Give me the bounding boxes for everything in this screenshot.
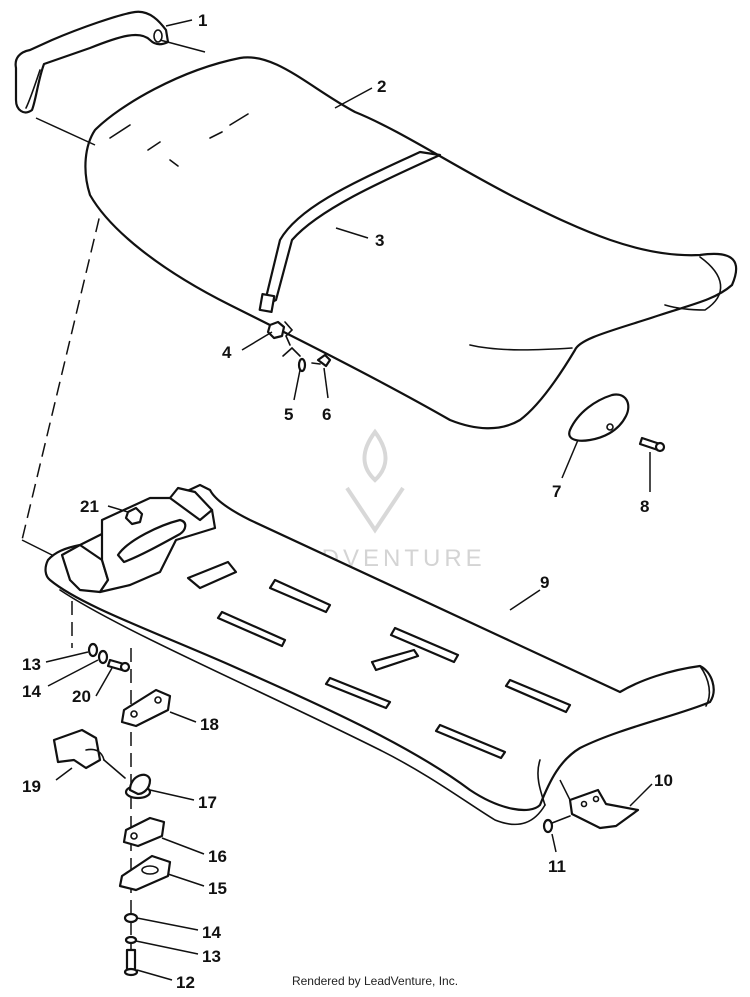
callout-4: 4 [222,343,232,362]
base-slot [504,678,572,714]
part-15-lower-plate [118,854,172,892]
callout-2: 2 [377,77,386,96]
callout-14-upper: 14 [22,682,41,701]
callout-20: 20 [72,687,91,706]
part-1-handle [14,10,170,114]
part-18-hinge-plate [120,688,172,728]
part-9-seat-base [44,483,715,826]
part-12-bolt [123,948,139,977]
leader-lines [35,19,653,981]
callout-3: 3 [375,231,384,250]
part-14-washer-upper [97,649,109,665]
part-16-plate [122,816,166,848]
part-14-washer-lower [123,912,139,924]
callout-15: 15 [208,879,227,898]
part-20-bolt [106,658,131,673]
callout-5: 5 [284,405,293,424]
part-21-nut [124,506,144,526]
callout-10: 10 [654,771,673,790]
callout-18: 18 [200,715,219,734]
part-7-bumper [568,393,630,442]
base-slot [324,676,392,710]
base-slot [434,723,507,760]
callout-17: 17 [198,793,217,812]
base-slot [389,626,460,664]
base-slot [186,560,238,590]
part-13-lockwasher-upper [87,642,99,658]
part-5-washer [282,346,307,373]
base-slot [216,610,287,648]
part-2-seat [84,56,738,430]
part-17-pivot [124,773,152,800]
callout-1: 1 [198,11,207,30]
base-slot [268,578,332,614]
alignment-dashed-line [21,197,105,541]
callout-13-upper: 13 [22,655,41,674]
part-19-clip [52,728,126,779]
callout-11: 11 [548,857,566,876]
footer-credit: Rendered by LeadVenture, Inc. [291,974,459,988]
callout-6: 6 [322,405,331,424]
callout-14-lower: 14 [202,923,221,942]
callout-12: 12 [176,973,195,992]
part-11-screw [542,815,571,834]
part-6-bolt [311,353,332,368]
callout-21: 21 [80,497,99,516]
part-8-screw [638,436,666,453]
callout-13-lower: 13 [202,947,221,966]
part-10-bracket [568,788,640,830]
callout-7: 7 [552,482,561,501]
callout-16: 16 [208,847,227,866]
callout-9: 9 [540,573,549,592]
part-4-nut [266,320,294,346]
base-slot [370,648,420,672]
callout-8: 8 [640,497,649,516]
callouts: 1 2 3 4 5 6 7 8 9 10 11 12 13 13 14 14 1… [22,11,673,992]
part-3-strap [258,150,442,314]
flame-v-logo-icon [345,428,405,534]
callout-19: 19 [22,777,41,796]
part-13-lockwasher-lower [124,935,138,945]
